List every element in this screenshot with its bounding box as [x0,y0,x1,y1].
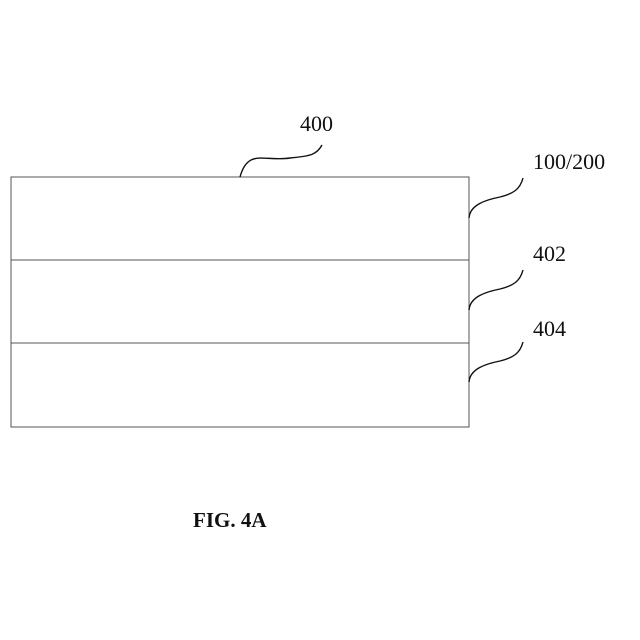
reference-label-404: 404 [533,318,566,340]
leader-line-100-200 [469,178,523,218]
leader-line-400 [240,145,322,177]
reference-label-400: 400 [300,113,333,135]
reference-label-100-200: 100/200 [533,151,605,173]
reference-label-402: 402 [533,243,566,265]
layer-top [11,177,469,260]
layer-middle [11,260,469,343]
leader-line-404 [469,342,523,382]
leader-line-402 [469,270,523,310]
figure-caption: FIG. 4A [193,508,267,533]
layer-bottom [11,343,469,427]
